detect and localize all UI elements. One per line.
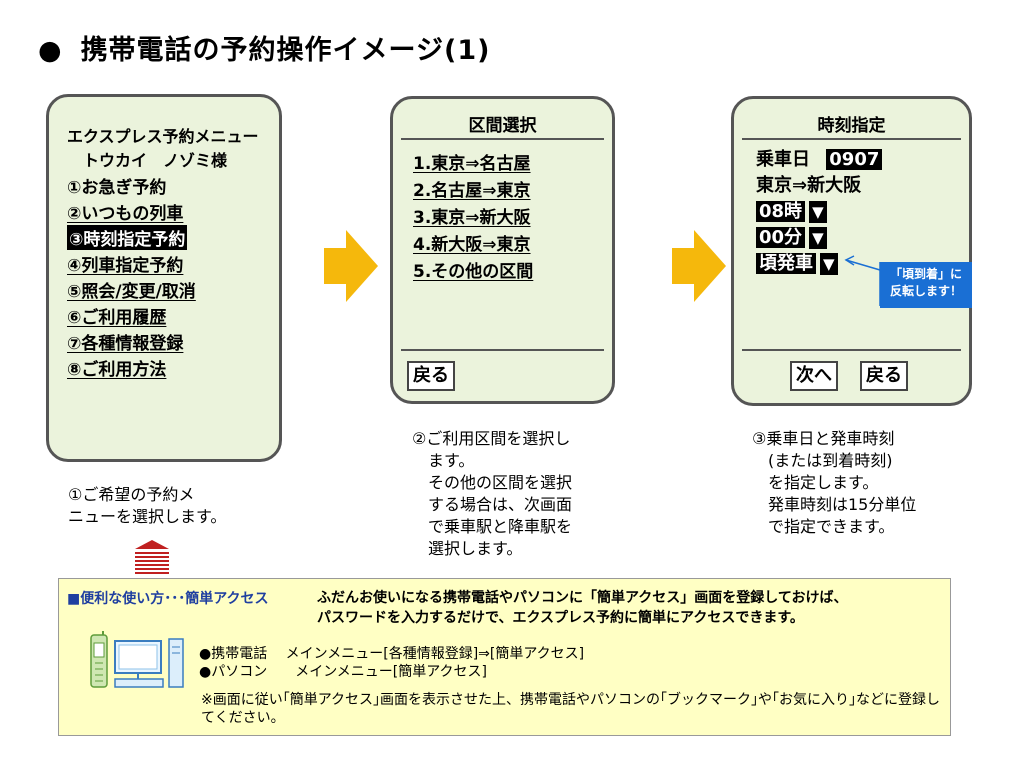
menu-item-inquiry[interactable]: ⑤照会/変更/取消	[67, 282, 196, 302]
section-title-divider	[401, 138, 604, 140]
menu-item-train-reserve[interactable]: ④列車指定予約	[67, 256, 184, 276]
menu-header: エクスプレス予約メニュー	[67, 127, 259, 146]
next-button[interactable]: 次へ	[790, 361, 838, 391]
arrow-1-icon	[346, 230, 378, 302]
time-title-divider	[742, 138, 961, 140]
boarding-date-label: 乗車日	[756, 149, 810, 170]
mode-dropdown-icon[interactable]: ▼	[820, 253, 838, 275]
departure-mode-select[interactable]: 頃発車	[756, 253, 816, 274]
title-text: 携帯電話の予約操作イメージ(1)	[80, 35, 491, 66]
title-bullet: ●	[38, 35, 63, 66]
menu-item-registration[interactable]: ⑦各種情報登録	[67, 334, 184, 354]
tip-pc-instruction: ●パソコン メインメニュー[簡単アクセス]	[199, 664, 488, 680]
mode-row: 頃発車▼	[756, 253, 838, 275]
menu-item-history[interactable]: ⑥ご利用履歴	[67, 308, 167, 328]
caption-step-1: ①ご希望の予約メ ニューを選択します。	[68, 485, 227, 526]
section-screen-title: 区間選択	[468, 116, 537, 136]
menu-item-express[interactable]: ①お急ぎ予約	[67, 178, 167, 198]
reverse-callout: 「頃到着」に 反転します！	[880, 262, 972, 308]
menu-item-usage[interactable]: ⑧ご利用方法	[67, 360, 167, 380]
section-item-2[interactable]: 2.名古屋⇒東京	[413, 181, 531, 201]
minute-row: 00分▼	[756, 227, 827, 249]
route-text: 東京⇒新大阪	[756, 175, 862, 196]
hour-row: 08時▼	[756, 201, 827, 223]
caption-step-3: ③乗車日と発車時刻 (または到着時刻) を指定します。 発車時刻は15分単位 で…	[752, 429, 917, 536]
page-title: ● 携帯電話の予約操作イメージ(1)	[38, 28, 491, 67]
up-stack-icon	[135, 540, 169, 576]
hour-dropdown-icon[interactable]: ▼	[809, 201, 827, 223]
section-item-4[interactable]: 4.新大阪⇒東京	[413, 235, 531, 255]
boarding-date-row: 乗車日 0907	[756, 149, 883, 171]
time-footer-divider	[742, 349, 961, 351]
section-item-3[interactable]: 3.東京⇒新大阪	[413, 208, 531, 228]
back-button[interactable]: 戻る	[407, 361, 455, 391]
tip-mobile-instruction: ●携帯電話 メインメニュー[各種情報登録]⇒[簡単アクセス]	[199, 646, 585, 662]
hour-select[interactable]: 08時	[756, 201, 806, 222]
tip-heading: ■便利な使い方･･･簡単アクセス	[67, 591, 269, 607]
phone-screen-time: 時刻指定 乗車日 0907 東京⇒新大阪 08時▼ 00分▼ 頃発車▼ 次へ 戻…	[731, 96, 972, 406]
tip-note: ※画面に従い｢簡単アクセス｣画面を表示させた上、携帯電話やパソコンの｢ブックマー…	[201, 692, 941, 726]
user-name: トウカイ ノゾミ様	[83, 151, 228, 170]
arrow-2-icon	[694, 230, 726, 302]
menu-item-usual-train[interactable]: ②いつもの列車	[67, 204, 184, 224]
phone-screen-section: 区間選択 1.東京⇒名古屋 2.名古屋⇒東京 3.東京⇒新大阪 4.新大阪⇒東京…	[390, 96, 615, 404]
tip-description: ふだんお使いになる携帯電話やパソコンに「簡単アクセス」画面を登録しておけば、 パ…	[317, 590, 848, 626]
devices-icon	[90, 631, 184, 688]
boarding-date-field[interactable]: 0907	[826, 149, 883, 170]
arrow-1-body	[324, 248, 348, 284]
section-item-1[interactable]: 1.東京⇒名古屋	[413, 154, 531, 174]
callout-pointer	[844, 255, 881, 306]
section-footer-divider	[401, 349, 604, 351]
phone-screen-menu: エクスプレス予約メニュー トウカイ ノゾミ様 ①お急ぎ予約 ②いつもの列車 ③時…	[46, 94, 282, 462]
time-back-button[interactable]: 戻る	[860, 361, 908, 391]
menu-item-time-reserve[interactable]: ③時刻指定予約	[67, 225, 188, 250]
minute-select[interactable]: 00分	[756, 227, 806, 248]
caption-step-2: ②ご利用区間を選択し ます。 その他の区間を選択 する場合は、次画面 で乗車駅と…	[412, 429, 573, 558]
arrow-2-body	[672, 248, 696, 284]
time-screen-title: 時刻指定	[817, 116, 886, 136]
minute-dropdown-icon[interactable]: ▼	[809, 227, 827, 249]
tip-box: ■便利な使い方･･･簡単アクセス ふだんお使いになる携帯電話やパソコンに「簡単ア…	[58, 578, 951, 736]
section-item-5[interactable]: 5.その他の区間	[413, 262, 534, 282]
